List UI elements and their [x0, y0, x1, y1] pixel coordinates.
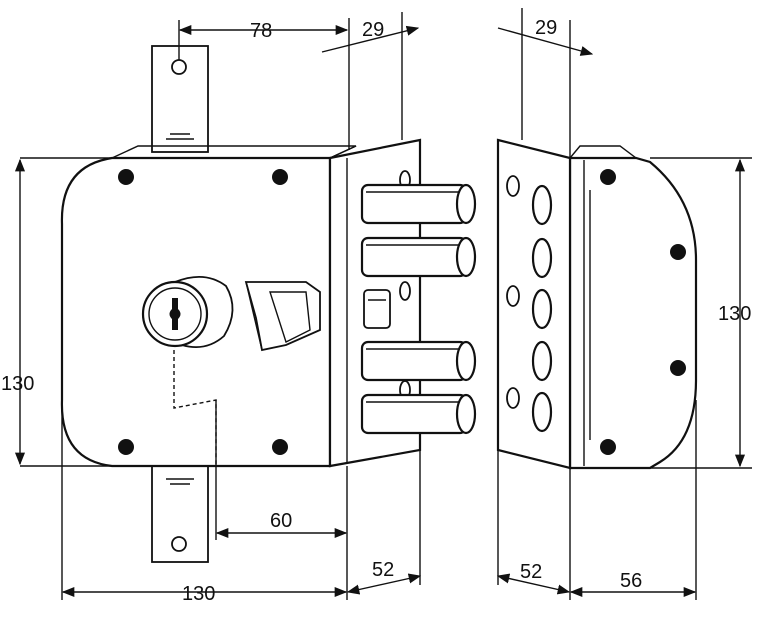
strike-screw-4: [600, 439, 616, 455]
bolt-4: [360, 393, 477, 435]
dim-29-top-center-label: 29: [362, 19, 384, 41]
dead-bolts: [360, 183, 477, 435]
dim-52-right-label: 52: [520, 561, 542, 583]
case-screw-bottom-left: [118, 439, 134, 455]
dim-130-bottom-label: 130: [182, 583, 215, 605]
strike-screw-2: [670, 244, 686, 260]
dim-78-label: 78: [250, 20, 272, 42]
strike-box: [496, 138, 698, 470]
dim-52-center-label: 52: [372, 559, 394, 581]
lock-body: [60, 45, 477, 563]
strike-screw-1: [600, 169, 616, 185]
keyhole-icon: [169, 298, 181, 330]
strike-case: [568, 156, 698, 470]
dim-130-right-label: 130: [718, 303, 751, 325]
top-tab-screw-hole: [171, 59, 187, 75]
latch-bolt: [244, 281, 321, 352]
bolt-3: [360, 340, 477, 382]
dim-56-label: 56: [620, 570, 642, 592]
strike-screw-3: [670, 360, 686, 376]
dimension-lines: 78 29 29 130 130 60 130 52 52 56: [1, 8, 752, 605]
deadlatch-stud: [363, 289, 391, 329]
case-screw-top-right: [272, 169, 288, 185]
case-screw-bottom-right: [272, 439, 288, 455]
bottom-tab-screw-hole: [171, 536, 187, 552]
dim-29-top-right-label: 29: [535, 17, 557, 39]
bolt-1: [360, 183, 477, 225]
bolt-2: [360, 236, 477, 278]
case-screw-top-left: [118, 169, 134, 185]
dim-60-label: 60: [270, 510, 292, 532]
dim-130-left-label: 130: [1, 373, 34, 395]
bolt-receiving-holes: [531, 184, 553, 433]
